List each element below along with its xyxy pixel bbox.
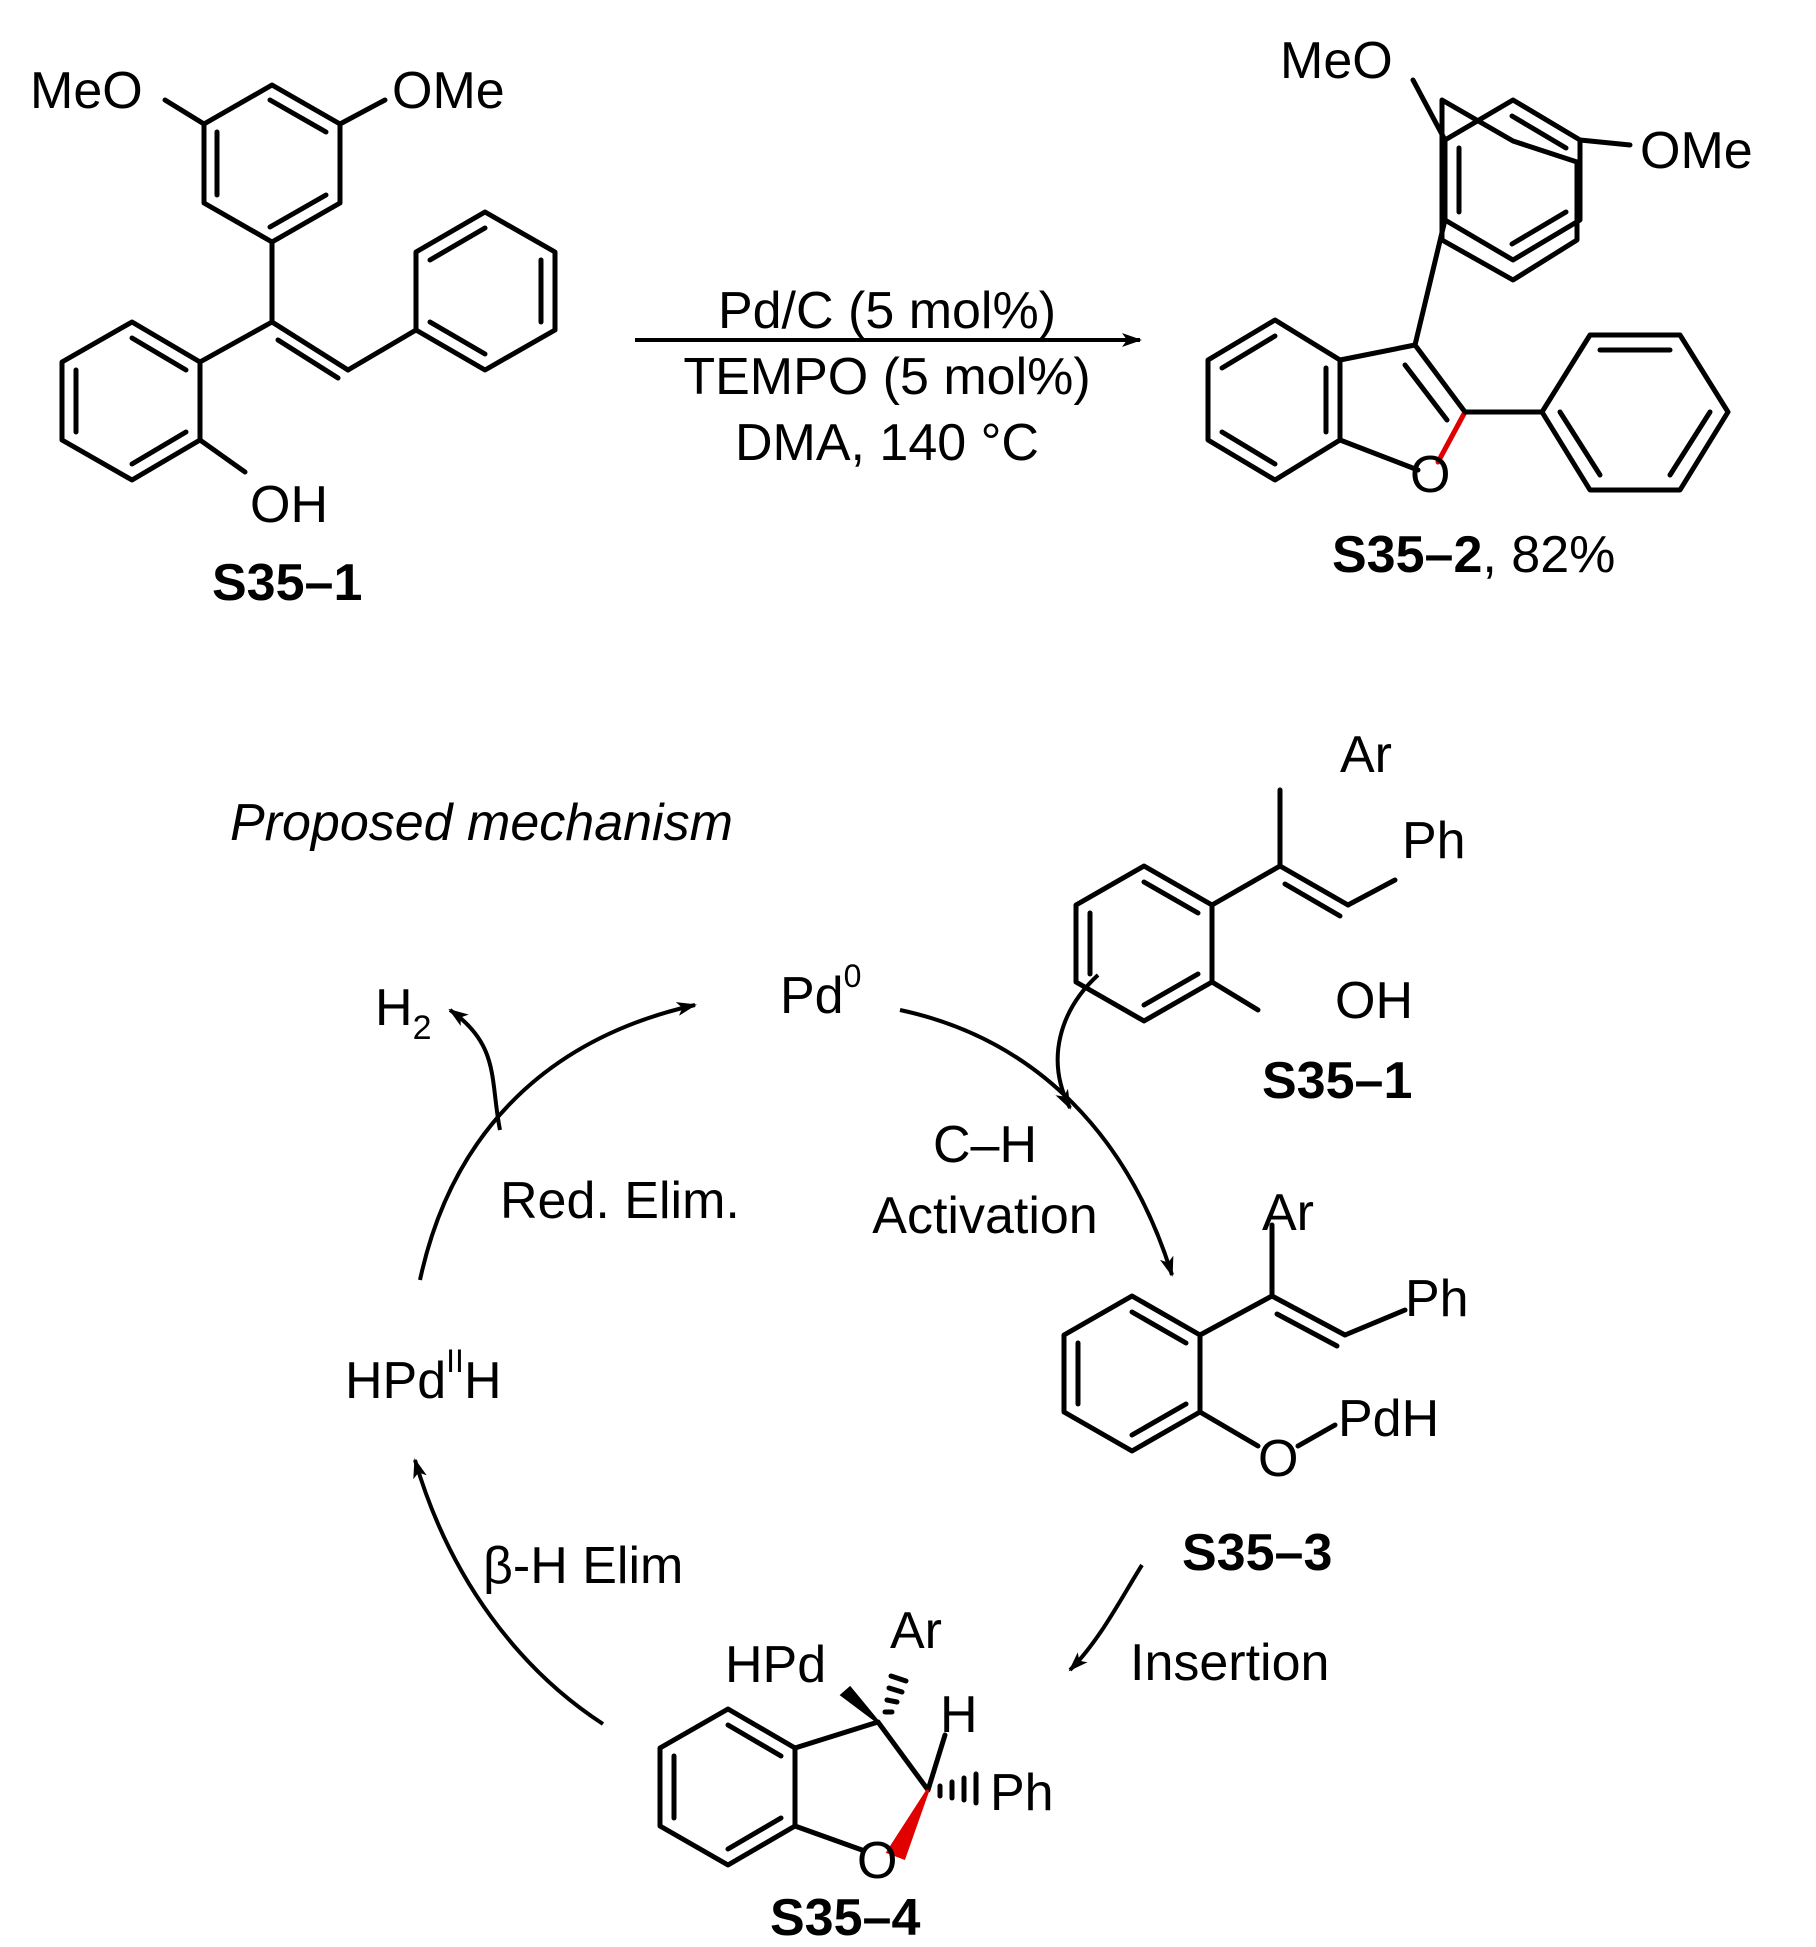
mech-s35-4-label: S35–4 (770, 1889, 920, 1947)
mech-s35-1-ar: Ar (1340, 726, 1392, 784)
mech-s35-3-ph: Ph (1405, 1270, 1469, 1328)
reagent-line-3: DMA, 140 °C (735, 414, 1039, 472)
product-label-group: S35–2, 82% (1332, 526, 1615, 584)
beta-h-elim-label: β-H Elim (483, 1537, 683, 1595)
mech-s35-3-ar: Ar (1262, 1184, 1314, 1242)
starting-material-structure (59, 82, 558, 483)
mech-s35-3-o: O (1258, 1430, 1298, 1488)
red-elim-arrow (418, 1002, 697, 1281)
h2-release-arrow (448, 1008, 502, 1131)
hpdh-part-a: HPd (345, 1352, 446, 1410)
h2-label: H (375, 979, 413, 1037)
product-ome-left: MeO (1280, 32, 1393, 90)
mech-s35-4-o: O (857, 1832, 897, 1890)
mech-s35-4-ph: Ph (990, 1764, 1054, 1822)
mech-s35-1-oh: OH (1335, 972, 1413, 1030)
beta-h-elim-arrow (413, 1458, 605, 1726)
mech-s35-3-label: S35–3 (1182, 1524, 1332, 1582)
mech-s35-3-structure (1061, 1222, 1408, 1454)
sm-compound-label: S35–1 (212, 554, 362, 612)
hpdh-part-b: H (464, 1352, 502, 1410)
pd0-label: Pd (780, 967, 844, 1025)
mech-s35-3-pdh: PdH (1338, 1390, 1439, 1448)
red-elim-label: Red. Elim. (500, 1172, 740, 1230)
product-yield: , 82% (1482, 526, 1615, 584)
pd0-oxidation-state: 0 (844, 958, 862, 994)
reagent-line-1: Pd/C (5 mol%) (718, 282, 1056, 340)
sm-ome-left: MeO (30, 62, 143, 120)
mech-s35-1-label: S35–1 (1262, 1052, 1412, 1110)
h2-label-group: H2 (375, 979, 431, 1047)
sm-oh: OH (250, 476, 328, 534)
product-aryl-ring (1410, 77, 1633, 348)
hpdh-oxidation-state: II (446, 1343, 464, 1379)
mech-s35-1-ph: Ph (1402, 812, 1466, 870)
mech-s35-4-hpd: HPd (725, 1636, 826, 1694)
pd0-label-group: Pd0 (780, 958, 861, 1025)
hpdh-label-group: HPdIIH (345, 1343, 502, 1410)
mech-s35-4-h: H (940, 1686, 978, 1744)
h2-subscript: 2 (413, 1009, 432, 1047)
ch-activation-arrow (899, 1008, 1174, 1277)
mechanism-title: Proposed mechanism (230, 794, 733, 852)
product-benzofuran (1205, 317, 1731, 493)
mech-s35-4-ar: Ar (890, 1602, 942, 1660)
product-o: O (1410, 446, 1450, 504)
mech-s35-1-structure (1073, 787, 1398, 1024)
ch-activation-label-1: C–H (933, 1116, 1037, 1174)
mech-s35-4-structure (657, 1673, 979, 1868)
ch-activation-label-2: Activation (872, 1187, 1097, 1245)
insertion-arrow (1068, 1563, 1144, 1672)
insertion-label: Insertion (1130, 1634, 1329, 1692)
reagent-line-2: TEMPO (5 mol%) (683, 348, 1090, 406)
substrate-entry-arrow (1055, 973, 1100, 1110)
product-structure (1439, 97, 1580, 283)
product-ome-right: OMe (1640, 122, 1753, 180)
sm-ome-right: OMe (392, 62, 505, 120)
product-compound-label: S35–2 (1332, 526, 1482, 584)
